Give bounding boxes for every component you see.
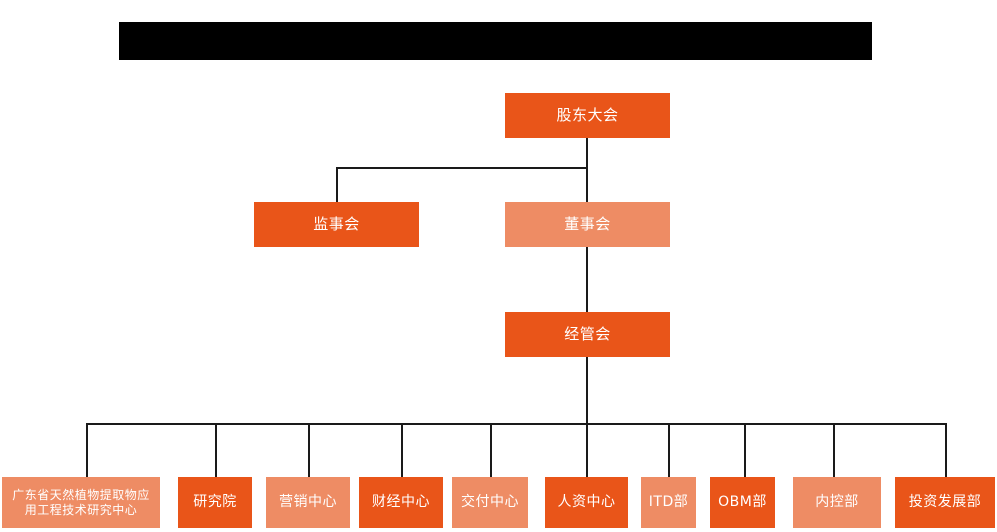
node-label-board-of-directors: 董事会 (564, 215, 611, 234)
node-guangdong-research-center[interactable]: 广东省天然植物提取物应 用工程技术研究中心 (2, 477, 160, 528)
connector-supervisors-bus-horizontal (336, 167, 587, 169)
node-label-guangdong-research-center: 广东省天然植物提取物应 用工程技术研究中心 (12, 487, 150, 517)
node-investment-development-department[interactable]: 投资发展部 (895, 477, 995, 528)
node-label-investment-development-department: 投资发展部 (908, 493, 982, 510)
connector-drop-finance-center (401, 423, 403, 477)
node-delivery-center[interactable]: 交付中心 (452, 477, 528, 528)
node-board-of-directors[interactable]: 董事会 (505, 202, 670, 247)
connector-directors-to-management (586, 247, 588, 312)
node-label-shareholders-meeting: 股东大会 (556, 106, 619, 125)
node-internal-control-department[interactable]: 内控部 (793, 477, 881, 528)
connector-directors-drop (586, 167, 588, 202)
node-board-of-supervisors[interactable]: 监事会 (254, 202, 419, 247)
connector-supervisors-drop (336, 167, 338, 202)
connector-drop-research-institute (215, 423, 217, 477)
node-label-research-institute: 研究院 (193, 493, 237, 510)
node-human-resources-center[interactable]: 人资中心 (545, 477, 628, 528)
connector-drop-marketing-center (308, 423, 310, 477)
connector-drop-internal-control (833, 423, 835, 477)
connector-management-down-to-bus (586, 357, 588, 424)
node-finance-center[interactable]: 财经中心 (359, 477, 443, 528)
node-label-marketing-center: 营销中心 (279, 493, 337, 510)
connector-department-bus-horizontal (86, 423, 946, 425)
connector-drop-obm-department (744, 423, 746, 477)
node-marketing-center[interactable]: 营销中心 (266, 477, 350, 528)
redacted-title-bar (119, 22, 872, 60)
node-itd-department[interactable]: ITD部 (641, 477, 696, 528)
connector-drop-human-resources-center (586, 423, 588, 477)
node-label-board-of-supervisors: 监事会 (313, 215, 360, 234)
node-label-management-committee: 经管会 (564, 325, 611, 344)
node-label-internal-control-department: 内控部 (815, 493, 859, 510)
node-label-finance-center: 财经中心 (372, 493, 430, 510)
node-shareholders-meeting[interactable]: 股东大会 (505, 93, 670, 138)
node-label-delivery-center: 交付中心 (461, 493, 519, 510)
node-obm-department[interactable]: OBM部 (710, 477, 775, 528)
node-label-itd-department: ITD部 (648, 493, 689, 510)
node-management-committee[interactable]: 经管会 (505, 312, 670, 357)
connector-drop-itd-department (668, 423, 670, 477)
connector-drop-investment-development (945, 423, 947, 477)
connector-drop-delivery-center (490, 423, 492, 477)
node-label-human-resources-center: 人资中心 (557, 493, 616, 510)
node-label-obm-department: OBM部 (718, 493, 767, 510)
connector-drop-guangdong-research-center (86, 423, 88, 477)
node-research-institute[interactable]: 研究院 (178, 477, 252, 528)
